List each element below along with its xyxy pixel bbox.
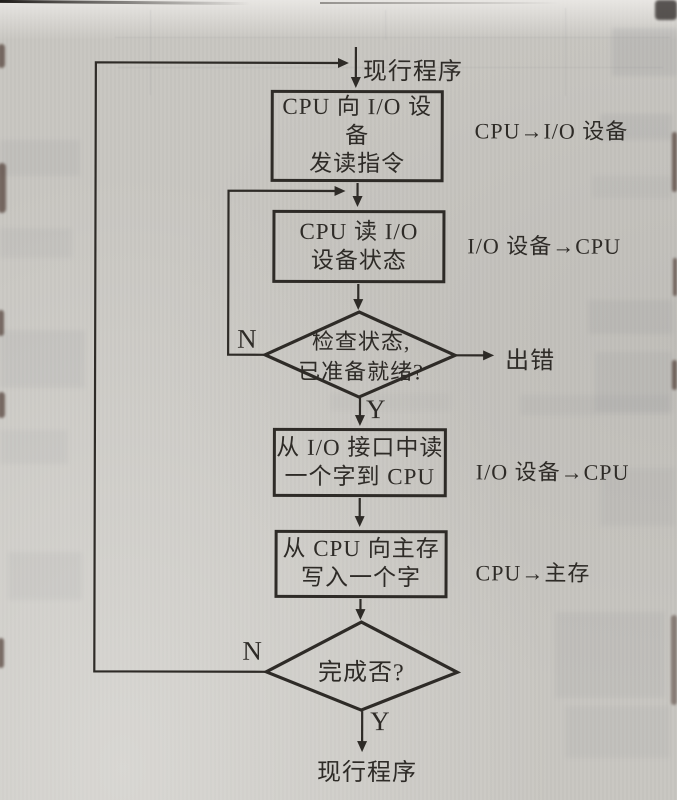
side-label-cpu-to-memory: CPU→主存 <box>475 560 591 586</box>
process-box-write-word-to-memory: 从 CPU 向主存 写入一个字 <box>274 529 448 599</box>
side-label-cpu-to-io: CPU→I/O 设备 <box>474 118 629 144</box>
decision-text-done: 完成否? <box>317 659 405 687</box>
box-text-line: 写入一个字 <box>301 564 422 591</box>
decision2-yes-label: Y <box>370 706 390 737</box>
box-text-line: CPU 向 I/O 设备 <box>282 94 433 148</box>
box-text-line: 一个字到 CPU <box>284 463 436 489</box>
error-label: 出错 <box>505 348 556 375</box>
box-text-line: CPU 读 I/O <box>299 218 419 245</box>
process-box-read-device-status: CPU 读 I/O 设备状态 <box>272 209 446 284</box>
side-label-io-to-cpu-2: I/O 设备→CPU <box>475 459 630 485</box>
decision-text-check-status: 检查状态, 已准备就绪? <box>298 328 424 384</box>
decision2-no-label: N <box>242 635 262 666</box>
box-text-line: 从 I/O 接口中读 <box>276 434 444 461</box>
side-label-io-to-cpu: I/O 设备→CPU <box>467 233 622 259</box>
box-text-line: 从 CPU 向主存 <box>282 536 440 562</box>
decision-diamond-check-status <box>261 310 460 399</box>
outer-loop-line <box>93 57 349 673</box>
decision1-no-label: N <box>237 323 257 354</box>
exit-label: 现行程序 <box>316 759 418 787</box>
entry-label: 现行程序 <box>362 59 463 86</box>
process-box-issue-read-command: CPU 向 I/O 设备 发读指令 <box>270 89 444 183</box>
decision1-yes-label: Y <box>365 394 386 425</box>
box-text-line: 发读指令 <box>309 151 406 177</box>
process-box-read-word-from-io-port: 从 I/O 接口中读 一个字到 CPU <box>272 427 447 498</box>
box-text-line: 设备状态 <box>310 247 407 273</box>
inner-loop-line <box>227 185 346 356</box>
decision-diamond-done <box>262 620 462 712</box>
